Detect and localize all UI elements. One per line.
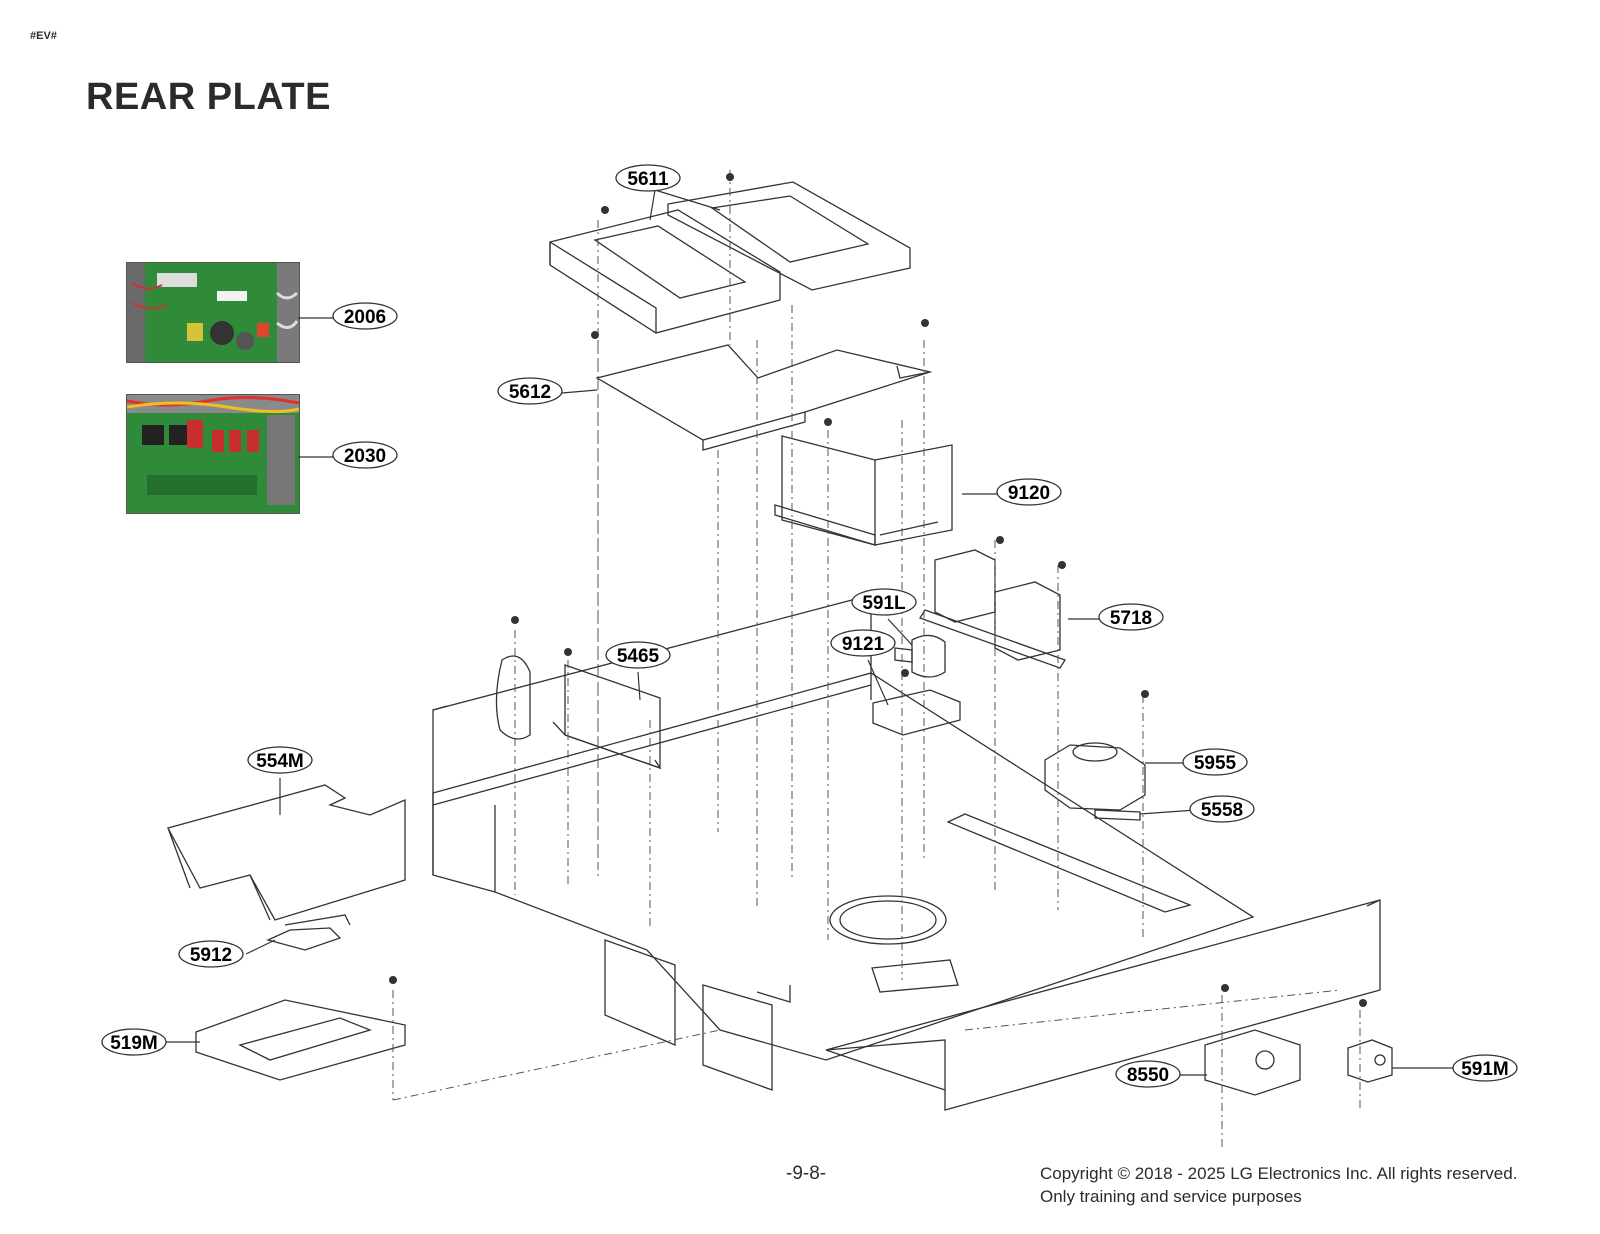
callout-2006: 2006 [332,302,398,330]
part-number-label: 5465 [617,646,660,667]
part-number-label: 2006 [344,307,386,328]
page-title: REAR PLATE [86,76,331,118]
callout-5558: 5558 [1189,795,1255,823]
part-number-label: 2030 [344,446,386,467]
connector-591M [1347,1039,1393,1083]
part-number-label: 9120 [1008,483,1050,504]
part-number-label: 591M [1461,1059,1509,1080]
sensor-591L [911,634,946,678]
part-number-label: 5558 [1201,800,1243,821]
clip-left [495,655,531,740]
usage-notice: Only training and service purposes [1040,1187,1302,1206]
part-number-label: 9121 [842,634,885,655]
callout-5955: 5955 [1182,748,1248,776]
callout-554M: 554M [247,746,313,774]
page-number: -9-8- [786,1163,827,1184]
part-number-label: 554M [256,751,304,772]
model-code: #EV# [30,30,57,42]
copyright-block: Copyright © 2018 - 2025 LG Electronics I… [1040,1162,1517,1208]
callout-519M: 519M [101,1028,167,1056]
bracket-5611-left [549,209,781,334]
callout-591L: 591L [851,588,917,616]
rear-wall [432,594,872,793]
part-number-label: 8550 [1127,1065,1169,1086]
cover-plate-5612 [595,344,933,441]
callout-2030: 2030 [332,441,398,469]
part-number-label: 5955 [1194,753,1237,774]
part-number-label: 519M [110,1033,158,1054]
part-number-label: 5612 [509,382,551,403]
callout-9120: 9120 [996,478,1062,506]
bracket-519M [195,999,406,1081]
callout-5718: 5718 [1098,603,1164,631]
callout-5912: 5912 [178,940,244,968]
base-plate [432,672,1255,1061]
box-9121 [872,689,961,736]
callout-5611: 5611 [615,164,681,192]
front-flange [825,899,1381,1111]
part-callouts: 5611 2006 2030 5612 9120 591L 5718 9121 … [101,164,1518,1088]
part-number-label: 5912 [190,945,232,966]
part-number-label: 591L [862,593,906,614]
pcb-photo-2006 [126,262,300,363]
pcb-photo-2030 [126,394,300,514]
callout-5465: 5465 [605,641,671,669]
part-number-label: 5718 [1110,608,1152,629]
valve-8550 [1204,1029,1301,1096]
copyright-text: Copyright © 2018 - 2025 LG Electronics I… [1040,1164,1518,1183]
callout-5612: 5612 [497,377,563,405]
callout-9121: 9121 [830,629,896,657]
part-number-label: 5611 [627,169,669,190]
transformer-5718-a [934,549,996,623]
bracket-5611-right [667,181,911,291]
screws [389,173,1367,1007]
cover-554M [167,784,406,921]
callout-591M: 591M [1452,1054,1518,1082]
valve-5955 [1044,744,1146,811]
callout-8550: 8550 [1115,1060,1181,1088]
sensor-5912 [266,927,342,951]
